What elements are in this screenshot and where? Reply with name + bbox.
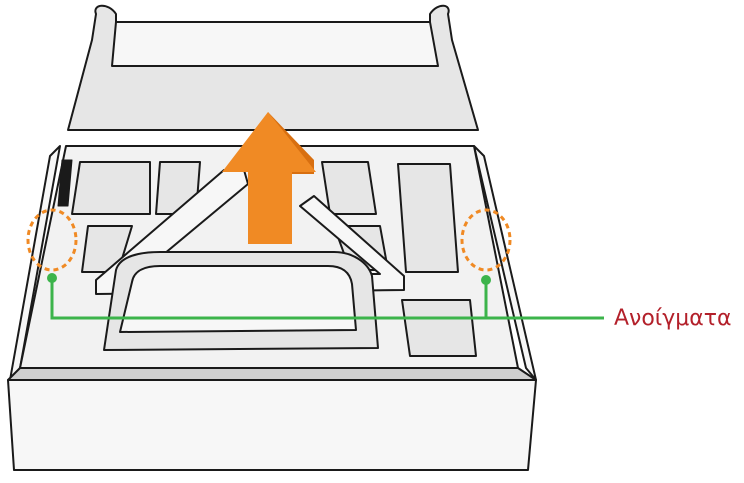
stand-base-recess-inner bbox=[119, 265, 357, 333]
right-leader-dot bbox=[481, 275, 491, 285]
tray-slot-3 bbox=[321, 161, 377, 215]
arrow-body bbox=[222, 112, 316, 244]
left-inner-shadow bbox=[57, 159, 73, 207]
opening-callouts bbox=[26, 208, 604, 320]
tray-slot-1 bbox=[71, 161, 151, 215]
left-leader-line bbox=[50, 278, 604, 320]
rear-flap-fold bbox=[111, 21, 439, 67]
box-front bbox=[7, 379, 537, 471]
tray-slot-4 bbox=[397, 163, 459, 273]
up-arrow-icon bbox=[222, 112, 316, 244]
left-opening-marker bbox=[26, 208, 78, 272]
left-leader-dot bbox=[47, 273, 57, 283]
openings-label: Ανοίγματα bbox=[614, 306, 732, 331]
open-box bbox=[7, 4, 537, 471]
right-opening-marker bbox=[460, 208, 512, 272]
box-rim bbox=[7, 367, 537, 381]
tray-slot-7 bbox=[401, 299, 477, 357]
